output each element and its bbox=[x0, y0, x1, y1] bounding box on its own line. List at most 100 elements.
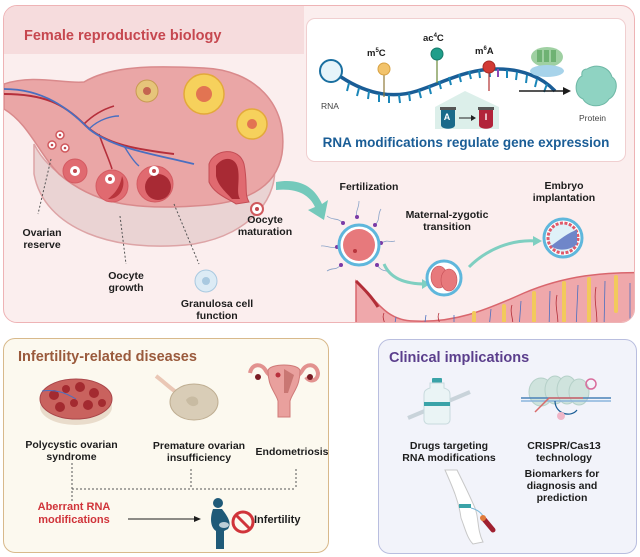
aberrant-rna-modifications: Aberrant RNA modifications bbox=[24, 501, 124, 527]
blood-vessel-red-branch bbox=[83, 105, 115, 170]
endometrium-illustration bbox=[354, 271, 634, 322]
corpus-luteum-large bbox=[183, 73, 225, 115]
arrow-head bbox=[563, 87, 571, 95]
label-line: prediction bbox=[536, 492, 588, 504]
corpus-luteum-small bbox=[135, 79, 159, 103]
panel-infertility-related-diseases: Infertility-related diseases Polycystic … bbox=[3, 338, 329, 553]
crispr-cas13-icon bbox=[521, 375, 611, 420]
mod-sup: 6 bbox=[483, 46, 487, 52]
mod-base: ac bbox=[423, 33, 434, 45]
drug-vial-syringe-icon bbox=[407, 378, 471, 425]
protein-icon bbox=[575, 65, 617, 107]
label-line: Biomarkers for bbox=[524, 468, 600, 480]
pcos-ovary-icon bbox=[39, 378, 113, 425]
leader-ovarian-reserve bbox=[37, 158, 52, 215]
label-maternal-zygotic-transition: Maternal-zygotic transition bbox=[397, 209, 497, 233]
tube-i-label: I bbox=[484, 112, 488, 122]
rna-cap-icon bbox=[319, 59, 343, 83]
label-line: Premature ovarian bbox=[152, 440, 246, 452]
label-line: function bbox=[196, 310, 238, 322]
mod-tail: C bbox=[436, 33, 444, 45]
ovary-illustration bbox=[4, 65, 284, 265]
label-line: Granulosa cell bbox=[180, 298, 254, 310]
leader-granulosa bbox=[173, 203, 200, 265]
mod-base: m bbox=[475, 46, 484, 58]
label-line: Ovarian bbox=[22, 227, 62, 239]
m6a-pin-icon bbox=[482, 60, 496, 74]
poi-ovary-icon bbox=[154, 374, 219, 421]
panel-title: Female reproductive biology bbox=[24, 28, 222, 44]
rna-caption: RNA modifications regulate gene expressi… bbox=[322, 135, 610, 150]
label-line: technology bbox=[535, 452, 592, 464]
follicle-antral bbox=[136, 165, 174, 203]
label-line: Aberrant RNA bbox=[37, 501, 111, 513]
follicle-secondary bbox=[95, 169, 129, 203]
label-m6a: m6A bbox=[475, 46, 494, 57]
label-line: Maternal-zygotic bbox=[405, 209, 489, 221]
label-line: Drugs targeting bbox=[409, 440, 489, 452]
label-line: Oocyte bbox=[108, 270, 144, 282]
tube-a-label: A bbox=[443, 112, 451, 122]
label-fertilization: Fertilization bbox=[339, 181, 399, 193]
label-line: maturation bbox=[237, 226, 293, 238]
label-line: modifications bbox=[38, 514, 110, 526]
label-oocyte-maturation: Oocyte maturation bbox=[230, 214, 300, 238]
ac4c-pin-icon bbox=[430, 47, 444, 61]
label-ac4c: ac4C bbox=[423, 33, 444, 44]
blastocyst-icon bbox=[542, 217, 584, 259]
arrow-mzt-to-implantation bbox=[467, 236, 542, 269]
rna-modification-box: m5C ac4C m6A RNA A I Protein RNA modific… bbox=[306, 18, 626, 162]
label-embryo-implantation: Embryo implantation bbox=[529, 180, 599, 204]
label-line: syndrome bbox=[46, 451, 97, 463]
leader-oocyte-growth bbox=[119, 215, 127, 265]
panel-female-reproductive-biology: Female reproductive biology bbox=[3, 5, 635, 323]
follicle-primary bbox=[62, 158, 88, 184]
label-line: Polycystic ovarian bbox=[25, 439, 118, 451]
panel-clinical-implications: Clinical implications Drugs targeting RN… bbox=[378, 339, 637, 554]
label-line: Embryo bbox=[544, 180, 584, 192]
mod-base: m bbox=[367, 48, 376, 60]
label-line: implantation bbox=[532, 192, 596, 204]
ovulating-follicle bbox=[208, 151, 250, 205]
panel-title: Clinical implications bbox=[389, 350, 530, 366]
m5c-pin-icon bbox=[377, 62, 391, 76]
label-line: insufficiency bbox=[166, 452, 232, 464]
label-line: reserve bbox=[23, 239, 61, 251]
mod-tail: C bbox=[378, 48, 386, 60]
tube-i-icon bbox=[479, 110, 493, 129]
label-line: growth bbox=[108, 282, 144, 294]
granulosa-cell-icon bbox=[194, 269, 218, 293]
prohibited-icon bbox=[231, 510, 255, 534]
label-line: RNA modifications bbox=[402, 452, 496, 464]
disease-connector-lines bbox=[71, 463, 297, 501]
label-rna: RNA bbox=[321, 101, 339, 111]
two-cell-embryo-icon bbox=[425, 259, 463, 297]
label-granulosa: Granulosa cell function bbox=[172, 298, 262, 322]
label-line: Oocyte bbox=[247, 214, 283, 226]
label-line: diagnosis and bbox=[526, 480, 598, 492]
panel-header-band bbox=[4, 6, 304, 54]
disease-endometriosis: Endometriosis bbox=[255, 446, 329, 458]
mod-sup: 5 bbox=[375, 48, 379, 54]
corpus-luteum-medium bbox=[236, 108, 268, 140]
label-line: transition bbox=[423, 221, 471, 233]
ribosome-icon bbox=[530, 47, 564, 77]
mod-tail: A bbox=[486, 46, 494, 58]
label-ovarian-reserve: Ovarian reserve bbox=[12, 227, 72, 251]
label-protein: Protein bbox=[579, 113, 606, 123]
rna-strand-illustration bbox=[319, 47, 617, 129]
fertilization-oocyte-icon bbox=[320, 200, 396, 274]
arrow-fertilization-to-mzt bbox=[382, 263, 430, 289]
blood-vessel-blue-branch bbox=[88, 115, 140, 167]
label-m5c: m5C bbox=[367, 48, 386, 59]
arm-blood-draw-icon bbox=[444, 469, 496, 545]
arrow-to-infertility bbox=[128, 516, 201, 522]
released-oocyte bbox=[250, 202, 264, 216]
clinical-drugs: Drugs targeting RNA modifications bbox=[394, 440, 504, 464]
infertility-label: Infertility bbox=[254, 514, 301, 526]
mod-sup: 4 bbox=[433, 33, 437, 39]
panel-title: Infertility-related diseases bbox=[18, 349, 197, 365]
tube-a-icon bbox=[441, 110, 455, 129]
disease-pcos: Polycystic ovarian syndrome bbox=[14, 439, 129, 463]
rna-backbone bbox=[340, 67, 557, 97]
